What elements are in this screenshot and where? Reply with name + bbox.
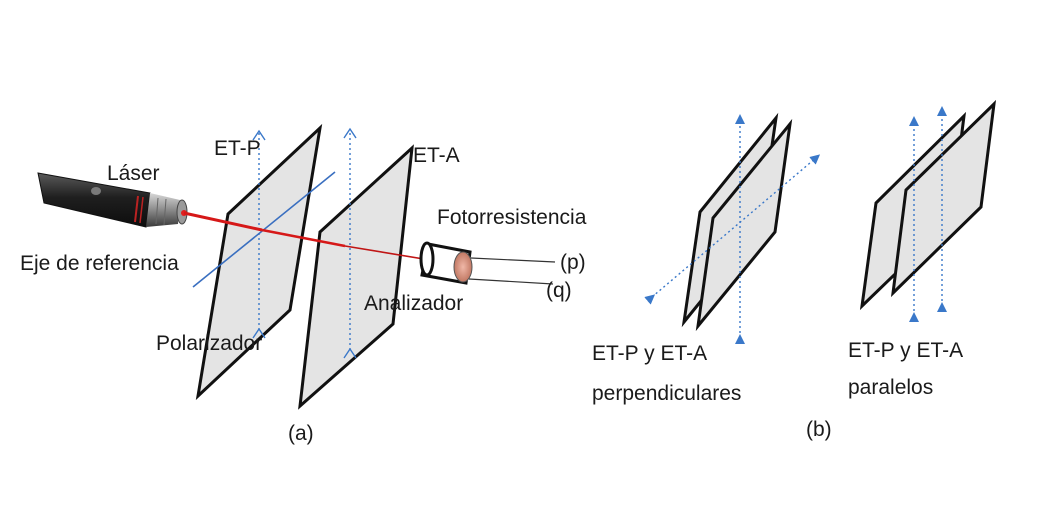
et-p-label: ET-P: [214, 137, 261, 160]
perpendicular-label-line1: ET-P y ET-A: [592, 342, 707, 365]
polarizer-sheet: [195, 123, 323, 401]
reference-axis-label: Eje de referencia: [20, 252, 179, 275]
photoresistor: [419, 241, 556, 285]
polarizer-label: Polarizador: [156, 332, 262, 355]
et-a-label: ET-A: [413, 144, 460, 167]
perpendicular-diagonal-arrow: [644, 154, 821, 305]
photoresistor-label: Fotorresistencia: [437, 206, 587, 229]
lead-q-label: (q): [546, 279, 572, 302]
parallel-pair: [859, 99, 997, 322]
laser-label: Láser: [107, 162, 160, 185]
perpendicular-pair: [644, 112, 821, 344]
parallel-sheet-front: [890, 99, 997, 298]
lead-p: [470, 257, 556, 263]
analyzer-sheet: [298, 127, 414, 410]
lead-p-label: (p): [560, 251, 586, 274]
panel-a: Láser ET-P ET-A Eje de referencia Fotorr…: [20, 123, 587, 445]
parallel-label-line1: ET-P y ET-A: [848, 339, 963, 362]
lead-q: [468, 278, 554, 285]
analyzer-label: Analizador: [364, 292, 463, 315]
parallel-label-line2: paralelos: [848, 376, 933, 399]
perpendicular-label-line2: perpendiculares: [592, 382, 741, 405]
perpendicular-sheet-front: [695, 118, 793, 332]
caption-b: (b): [806, 418, 832, 441]
panel-b: ET-P y ET-A perpendiculares ET-P y ET-A …: [592, 99, 997, 441]
caption-a: (a): [288, 422, 314, 445]
